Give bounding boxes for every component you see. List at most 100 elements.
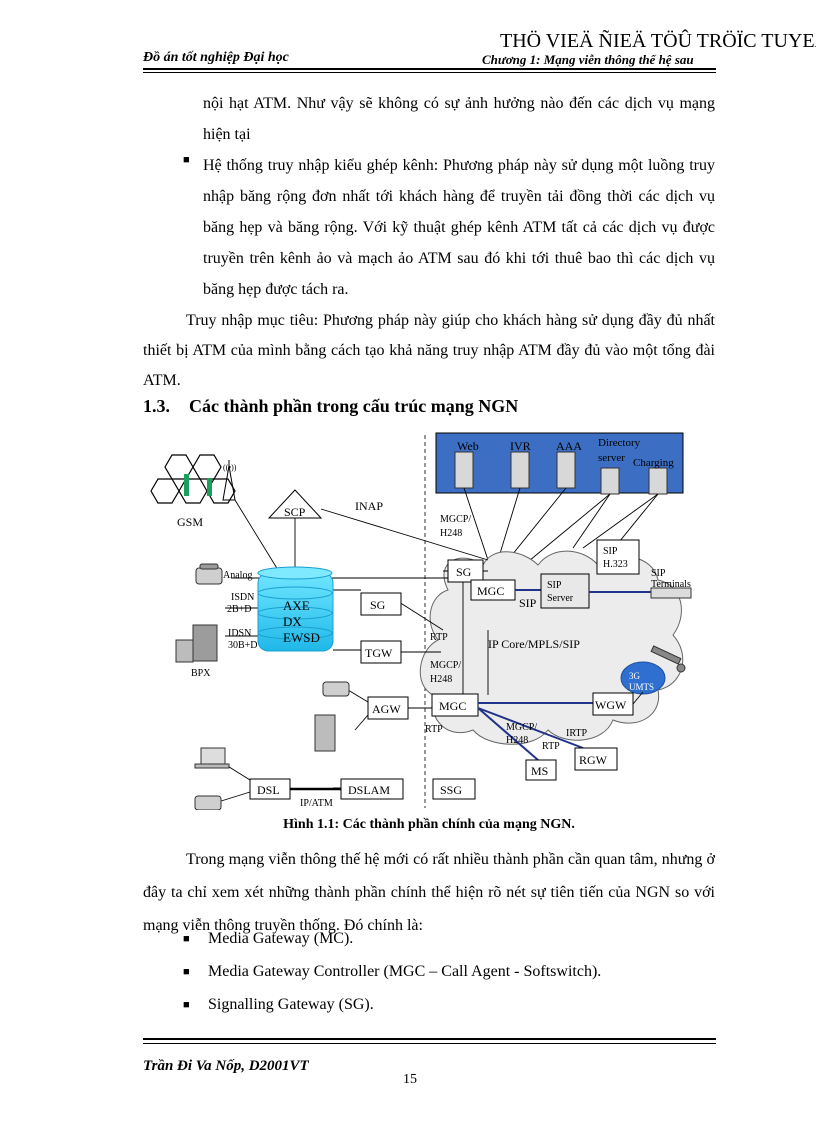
laptop-icon (194, 747, 230, 769)
watermark-text: THÖ VIEÄ ÑIEÄ TÖÛ TRÖÏC TUYEÁ (500, 30, 816, 52)
footer-author: Trần Đi Va Nốp, D2001VT (143, 1058, 309, 1074)
mgcp-mid-1: MGCP/ (430, 660, 461, 671)
exchange-stack (257, 566, 334, 652)
bullet-square-icon: ■ (183, 966, 190, 978)
footer-rule-thin (143, 1043, 716, 1044)
rgw-label: RGW (579, 753, 608, 767)
rtp-label-1: RTP (430, 632, 448, 643)
antenna-tower-icon: ((•)) (222, 460, 237, 501)
exchange-axe: AXE (283, 598, 310, 613)
rtp-label-3: RTP (542, 741, 560, 752)
list-item-text: Media Gateway (MC). (208, 930, 354, 947)
ssg-label: SSG (440, 783, 462, 797)
inap-label: INAP (355, 499, 383, 513)
agw-box (367, 696, 409, 720)
satellite-icon (650, 645, 686, 673)
sip-h323-box (596, 539, 640, 575)
server-ivr-label: IVR (510, 439, 531, 453)
footer-rule (143, 1038, 716, 1040)
list-item-text: Media Gateway Controller (MGC – Call Age… (208, 963, 602, 980)
server-aaa-label: AAA (556, 439, 582, 453)
header-document-title: Đồ án tốt nghiệp Đại học (143, 50, 289, 65)
sip-terminal-icon (650, 587, 692, 599)
server-web-label: Web (457, 439, 479, 453)
exchange-ewsd: EWSD (283, 630, 320, 645)
figure-caption: Hình 1.1: Các thành phần chính của mạng … (283, 817, 575, 832)
umts-cloud (620, 661, 666, 695)
rgw-link (477, 707, 584, 749)
bullet-text: Hệ thống truy nhập kiểu ghép kênh: Phươn… (203, 157, 715, 298)
tgw-box (360, 640, 402, 664)
list-item: ■ Media Gateway (MC). (183, 930, 713, 963)
mgcp-low-2: H248 (506, 735, 528, 746)
bullet-square-icon: ■ (183, 999, 190, 1011)
umts-label-2: UMTS (629, 682, 654, 692)
mgc-bottom-box (431, 693, 479, 717)
sip-server-label-2: Server (547, 593, 574, 604)
idsn-label-1: IDSN (228, 628, 251, 639)
dsl-phone-icon (194, 795, 222, 810)
sip-server-box (540, 573, 590, 609)
section-number: 1.3. (143, 396, 170, 416)
rgw-box (574, 747, 618, 771)
sg-top-label: SG (456, 565, 472, 579)
dslam-label: DSLAM (348, 783, 390, 797)
sg-top-box (447, 559, 484, 583)
dslam-box (340, 778, 404, 800)
list-item: ■ Signalling Gateway (SG). (183, 996, 713, 1029)
ms-label: MS (531, 764, 548, 778)
isdn-label-1: ISDN (231, 592, 254, 603)
sip-label: SIP (519, 596, 537, 610)
server-web: Web (454, 439, 479, 489)
gsm-label: GSM (177, 515, 203, 529)
isdn-label-2: 2B+D (227, 604, 252, 615)
scp-label: SCP (284, 505, 306, 519)
sip-terminals-label-2: Terminals (651, 579, 691, 590)
analog-phone-icon (195, 563, 223, 585)
server-charging: Charging (633, 457, 674, 495)
sip-h323-label-2: H.323 (603, 559, 628, 570)
wgw-label: WGW (595, 698, 627, 712)
list-item: ■ Media Gateway Controller (MGC – Call A… (183, 963, 713, 996)
section-heading: 1.3. Các thành phần trong cấu trúc mạng N… (143, 396, 518, 417)
bullet-square-icon: ■ (183, 933, 190, 945)
sip-h323-label-1: SIP (603, 546, 618, 557)
ip-atm-label: IP/ATM (300, 798, 333, 809)
agw-phone-icon (322, 681, 350, 697)
idsn-label-2: 30B+D (228, 640, 258, 651)
bullet-square-icon: ■ (183, 154, 190, 166)
paragraph-2: Truy nhập mục tiêu: Phương pháp này giúp… (143, 312, 715, 389)
server-charging-label: Charging (633, 457, 674, 469)
server-ivr: IVR (510, 439, 531, 489)
ssg-box (432, 778, 476, 800)
ms-box (525, 759, 557, 781)
exchange-dx: DX (283, 614, 302, 629)
section-title: Các thành phần trong cấu trúc mạng NGN (189, 396, 519, 416)
gsm-phone-icon-2 (207, 478, 212, 496)
agw-cabinet-icon (314, 714, 336, 752)
bpx-cabinet-icon (175, 624, 218, 663)
ngn-diagram: Web IVR AAA Directory server Charging (150, 432, 692, 810)
sip-terminals-label-1: SIP (651, 568, 666, 579)
header-rule (143, 68, 716, 70)
ms-link (477, 707, 539, 761)
header-chapter-title: Chương 1: Mạng viễn thông thế hệ sau (482, 52, 694, 67)
sg-mid-box (360, 592, 402, 616)
mgc-top-label: MGC (477, 584, 504, 598)
sg-mid-label: SG (370, 598, 386, 612)
page-number: 15 (403, 1072, 417, 1087)
component-list: ■ Media Gateway (MC). ■ Media Gateway Co… (183, 930, 713, 1029)
mgcp-mid-2: H248 (430, 674, 452, 685)
list-item-text: Signalling Gateway (SG). (208, 996, 374, 1013)
server-directory-label-2: server (598, 452, 625, 464)
paragraph-1: nội hạt ATM. Như vậy sẽ không có sự ảnh … (203, 95, 715, 143)
gsm-phone-icon (184, 474, 189, 496)
mgcp-top-1: MGCP/ (440, 514, 471, 525)
dsl-label: DSL (257, 783, 280, 797)
bpx-label: BPX (191, 668, 211, 679)
mgc-bottom-label: MGC (439, 699, 466, 713)
mgcp-low-1: MGCP/ (506, 722, 537, 733)
server-links (463, 487, 659, 571)
svg-text:((•)): ((•)) (223, 463, 237, 472)
server-aaa: AAA (556, 439, 582, 489)
